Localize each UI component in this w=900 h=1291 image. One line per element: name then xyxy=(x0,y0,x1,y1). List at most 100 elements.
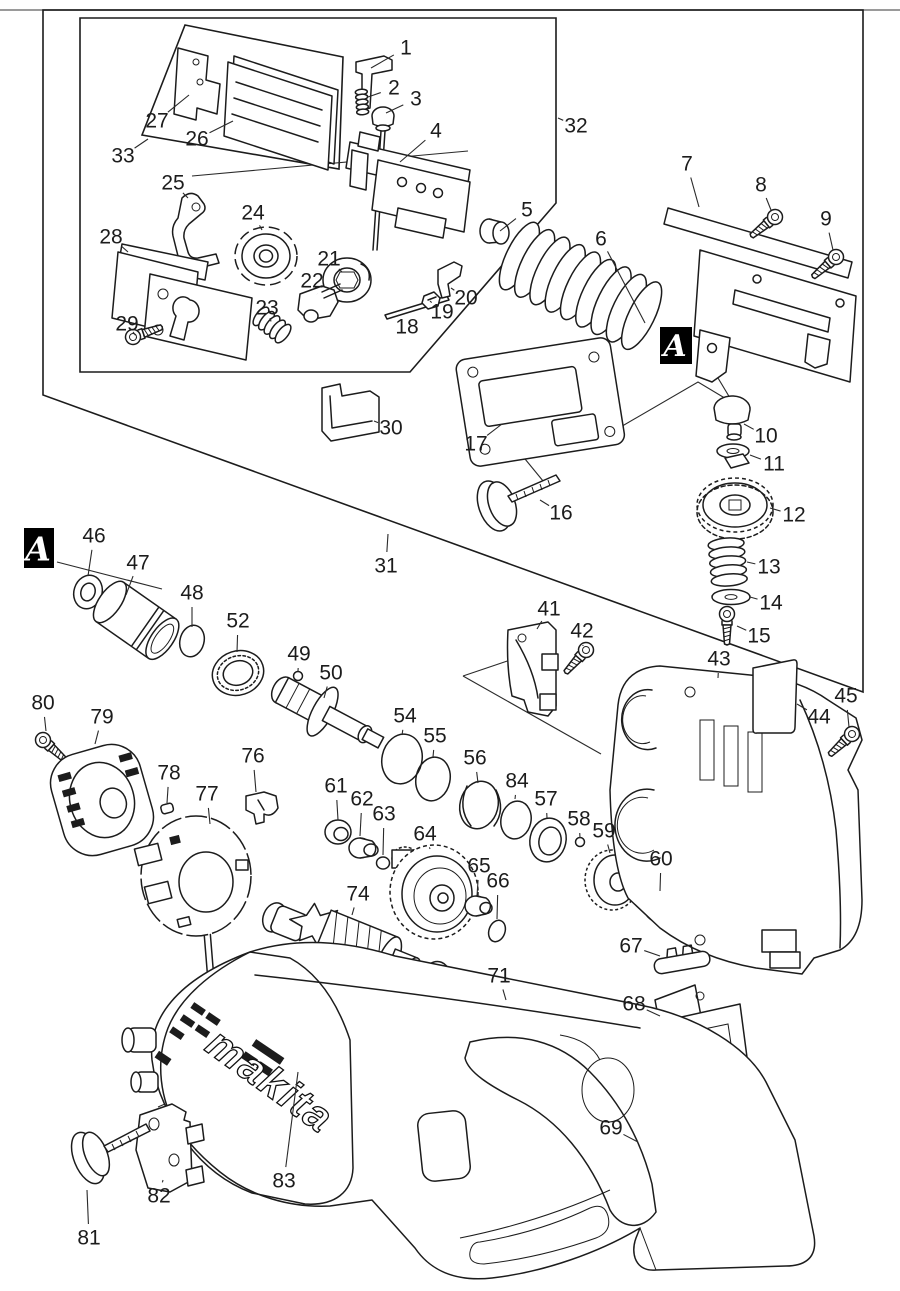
part-43-housing-half xyxy=(609,665,863,975)
part-label-69: 69 xyxy=(599,1117,622,1140)
part-label-4: 4 xyxy=(430,120,442,143)
leader-line-2 xyxy=(367,92,381,98)
part-21-hub xyxy=(322,257,372,303)
part-label-62: 62 xyxy=(350,788,373,811)
leader-line-25 xyxy=(182,192,189,199)
part-label-83: 83 xyxy=(272,1170,295,1193)
leader-line-5 xyxy=(499,218,517,232)
part-label-2: 2 xyxy=(388,77,400,100)
part-label-12: 12 xyxy=(782,504,805,527)
part-label-3: 3 xyxy=(410,88,422,111)
part-81-thumb-screw xyxy=(70,1123,151,1185)
part-19-clip xyxy=(421,291,441,310)
part-65-bushing xyxy=(464,895,493,917)
leader-line-28 xyxy=(121,245,129,253)
leader-line-60 xyxy=(659,872,662,892)
leader-line-6 xyxy=(607,251,646,324)
part-20-lever xyxy=(437,261,463,299)
part-label-67: 67 xyxy=(619,935,642,958)
part-label-84: 84 xyxy=(505,770,529,793)
part-52-bearing-ring xyxy=(211,649,265,697)
part-48-o-ring xyxy=(178,624,206,658)
part-23-spring xyxy=(252,306,292,344)
part-41-bracket xyxy=(506,621,559,717)
part-label-13: 13 xyxy=(757,556,780,579)
part-label-29: 29 xyxy=(115,313,138,336)
part-44-nameplate xyxy=(752,659,798,734)
front-housing-83 xyxy=(159,951,354,1205)
part-label-27: 27 xyxy=(145,110,168,133)
part-22-crank xyxy=(297,283,343,323)
part-label-47: 47 xyxy=(126,552,149,575)
part-11-washer-nut xyxy=(716,443,750,469)
leader-line-74 xyxy=(351,907,355,916)
leader-line-16 xyxy=(539,499,550,507)
leader-line-54 xyxy=(401,729,404,736)
part-label-50: 50 xyxy=(319,662,342,685)
leader-line-79 xyxy=(94,730,100,745)
part-label-17: 17 xyxy=(464,433,487,456)
leader-line-18 xyxy=(397,314,400,317)
section-marker-label-0: A xyxy=(660,329,686,364)
part-label-64: 64 xyxy=(413,823,437,846)
leader-line-80 xyxy=(43,716,47,732)
part-label-7: 7 xyxy=(681,153,693,176)
part-label-31: 31 xyxy=(374,555,397,578)
part-label-60: 60 xyxy=(649,848,672,871)
part-5-roller xyxy=(479,218,510,245)
leader-line-13 xyxy=(746,561,756,565)
part-42-screw xyxy=(558,638,598,679)
vent-slots xyxy=(154,1002,285,1077)
part-label-21: 21 xyxy=(317,248,340,271)
part-label-5: 5 xyxy=(521,199,533,222)
part-10-knob xyxy=(713,395,751,441)
part-17-cover-plate xyxy=(455,337,626,467)
leader-line-45 xyxy=(846,709,850,728)
part-79-motor-end-cap xyxy=(49,743,155,857)
leader-line-81 xyxy=(86,1189,89,1225)
leader-line-23 xyxy=(269,317,272,322)
part-2-spring xyxy=(354,88,370,116)
leader-line-4 xyxy=(399,139,426,163)
part-label-24: 24 xyxy=(241,202,265,225)
part-4-slide-assembly xyxy=(345,131,471,239)
part-66-o-ring xyxy=(487,919,507,943)
leader-line-78 xyxy=(166,786,169,804)
part-label-59: 59 xyxy=(592,820,615,843)
part-label-65: 65 xyxy=(467,855,490,878)
part-label-32: 32 xyxy=(564,115,587,138)
part-label-46: 46 xyxy=(82,525,105,548)
part-label-82: 82 xyxy=(147,1185,170,1208)
part-64-gear xyxy=(389,844,479,940)
part-label-74: 74 xyxy=(346,883,370,906)
leader-line-67 xyxy=(644,950,661,957)
part-label-9: 9 xyxy=(820,208,832,231)
part-62-bushing xyxy=(348,837,379,859)
part-47-cylinder xyxy=(92,580,180,661)
part-label-55: 55 xyxy=(423,725,446,748)
leader-line-69 xyxy=(623,1133,639,1143)
section-marker-box-0 xyxy=(660,327,692,364)
part-15-screw xyxy=(718,605,736,646)
part-label-42: 42 xyxy=(570,620,593,643)
section-marker-leader-1 xyxy=(56,561,163,590)
leader-line-19 xyxy=(429,300,433,303)
part-label-81: 81 xyxy=(77,1227,100,1250)
part-24-sprocket xyxy=(234,226,298,286)
part-76-clip xyxy=(245,791,279,825)
leader-line-64 xyxy=(428,847,431,850)
leader-line-17 xyxy=(486,423,503,436)
leader-line-65 xyxy=(476,879,479,897)
part-label-30: 30 xyxy=(379,417,402,440)
leader-line-52 xyxy=(236,634,239,653)
part-label-56: 56 xyxy=(463,747,486,770)
leader-line-71 xyxy=(502,989,507,1001)
part-58-ball xyxy=(574,836,586,848)
leader-line-50 xyxy=(323,686,328,699)
part-7-guide-rail xyxy=(663,207,857,383)
part-54-ring xyxy=(381,733,423,785)
part-label-78: 78 xyxy=(157,762,180,785)
part-49-ball xyxy=(292,670,304,682)
leader-line-21 xyxy=(338,268,343,273)
part-label-76: 76 xyxy=(241,745,264,768)
